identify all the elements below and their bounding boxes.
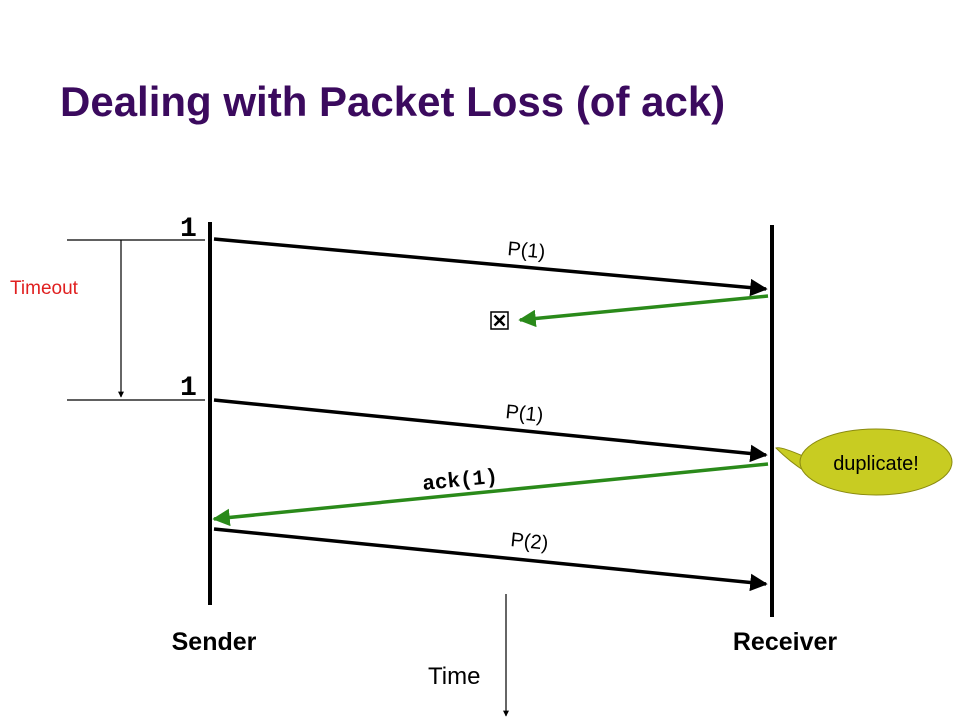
timeout-label: Timeout [10,278,79,299]
packet-label: P(1) [507,238,547,263]
duplicate-callout: duplicate! [775,428,953,496]
sequence-mark: 1 [180,214,197,245]
time-label: Time [428,663,480,690]
packet-label: P(2) [510,529,550,555]
receiver-label: Receiver [733,628,838,656]
sequence-mark: 1 [180,373,197,404]
packet-label: P(1) [505,401,545,427]
slide-title: Dealing with Packet Loss (of ack) [60,78,726,125]
loss-x-icon [490,311,509,330]
lost-ack-arrow [518,294,769,328]
packet-arrow [213,527,768,592]
ack-arrow [212,462,769,527]
callout-text: duplicate! [833,453,919,475]
sender-label: Sender [172,628,257,656]
packet-arrow [213,237,768,297]
packet-arrow [213,398,768,463]
